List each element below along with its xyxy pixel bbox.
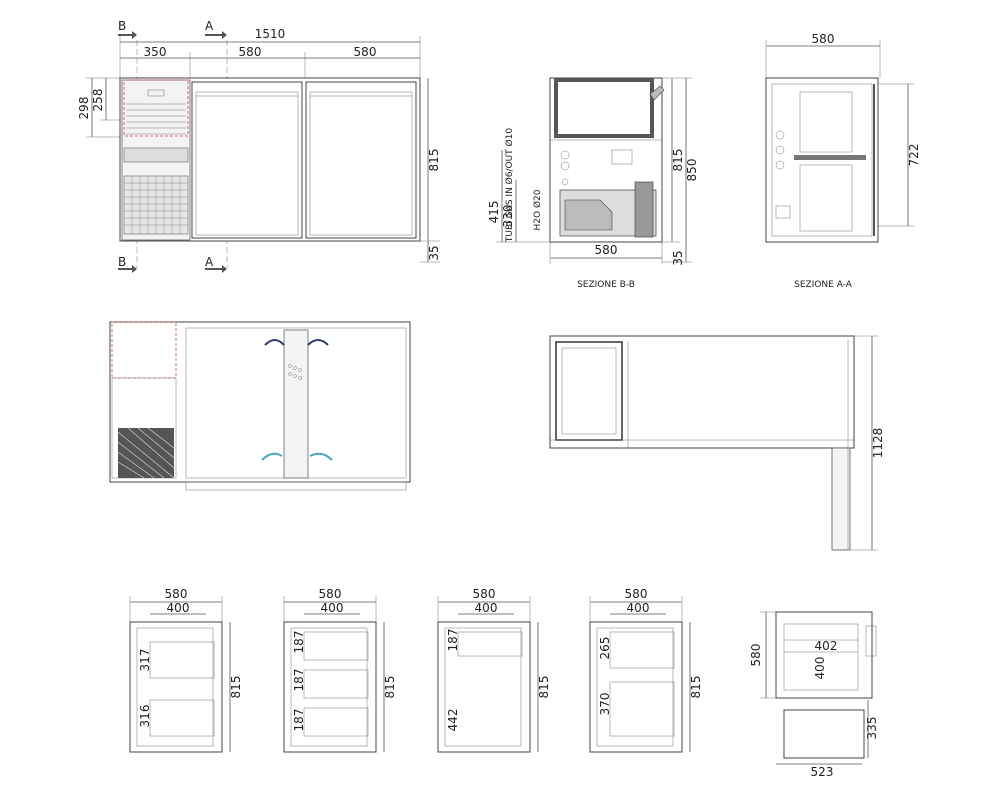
bb-water-label: H2O Ø20: [532, 189, 543, 230]
variant1-height: 815: [229, 676, 243, 699]
variant3-label-1: 187: [446, 629, 460, 652]
side-view: 1128: [549, 335, 885, 551]
plan-bottom: 523: [811, 765, 834, 779]
section-bb: 580 SEZIONE B-B 815 850 35 415 330 TUBI …: [487, 77, 699, 290]
drawer-highlight: [123, 79, 189, 137]
bb-dim-815: 815: [671, 149, 685, 172]
variant3-inner: 400: [475, 601, 498, 615]
bb-caption: SEZIONE B-B: [577, 280, 635, 290]
variant4-label-1: 265: [598, 637, 612, 660]
dim-width-1: 350: [144, 45, 167, 59]
variant2-label-1: 187: [292, 631, 306, 654]
grid-panel: [123, 175, 189, 235]
vent-grille: [123, 147, 189, 163]
dim-foot-35: 35: [427, 245, 441, 260]
door-right: [305, 81, 417, 239]
drawer-section: [554, 78, 654, 138]
plan-lower: 335: [865, 717, 879, 740]
drawer-variant-1: 580 400 317 316 815: [129, 587, 243, 753]
section-mark-b-top: B: [118, 19, 126, 33]
airflow-view: [109, 321, 411, 491]
dim-width-2: 580: [239, 45, 262, 59]
section-mark-a-bottom: A: [205, 255, 214, 269]
variant3-label-2: 442: [446, 709, 460, 732]
drawer-variant-2: 580 400 187 187 187 815: [283, 587, 397, 753]
plan-detail: 580 402 400 335 523: [749, 611, 879, 779]
center-column: [283, 329, 309, 479]
variant2-label-2: 187: [292, 669, 306, 692]
aa-dim-width: 580: [812, 32, 835, 46]
control-display: [147, 89, 165, 97]
plan-depth: 580: [749, 644, 763, 667]
variant1-label-1: 317: [138, 649, 152, 672]
variant4-height: 815: [689, 676, 703, 699]
variant4-label-2: 370: [598, 693, 612, 716]
variant2-width: 580: [319, 587, 342, 601]
aa-caption: SEZIONE A-A: [794, 280, 853, 290]
bb-dim-415: 415: [487, 201, 501, 224]
plan-inner-w: 402: [815, 639, 838, 653]
front-view: 1510 350 580 580 B A B A 298 258: [77, 19, 441, 273]
side-dim-depth: 1128: [871, 428, 885, 459]
variant3-width: 580: [473, 587, 496, 601]
variant4-inner: 400: [627, 601, 650, 615]
bb-dim-35: 35: [671, 250, 685, 265]
aa-dim-height: 722: [907, 144, 921, 167]
bb-pipes-label: TUBI GAS IN Ø6/OUT Ø10: [504, 128, 515, 243]
condenser: [634, 181, 654, 238]
dim-height-815: 815: [427, 149, 441, 172]
bb-dim-850: 850: [685, 159, 699, 182]
section-aa: 580 722 SEZIONE A-A: [765, 32, 921, 290]
section-mark-b-bottom: B: [118, 255, 126, 269]
dim-total-width: 1510: [255, 27, 286, 41]
shelf-divider: [794, 155, 866, 160]
variant1-width: 580: [165, 587, 188, 601]
variant2-label-3: 187: [292, 709, 306, 732]
plan-inner-h: 400: [813, 657, 827, 680]
variant1-inner: 400: [167, 601, 190, 615]
drawer-variant-4: 580 400 265 370 815: [589, 587, 703, 753]
variant1-label-2: 316: [138, 705, 152, 728]
side-cabinet: [549, 335, 855, 449]
door-left: [191, 81, 303, 239]
variant3-height: 815: [537, 676, 551, 699]
dim-height-298: 298: [77, 97, 91, 120]
dim-height-258: 258: [91, 89, 105, 112]
bb-dim-width: 580: [595, 243, 618, 257]
airflow-grid: [118, 428, 174, 478]
variant2-height: 815: [383, 676, 397, 699]
variant4-width: 580: [625, 587, 648, 601]
bb-dim-330: 330: [501, 205, 515, 228]
variant2-inner: 400: [321, 601, 344, 615]
drawer-variant-3: 580 400 187 442 815: [437, 587, 551, 753]
section-mark-a-top: A: [205, 19, 214, 33]
dim-width-3: 580: [354, 45, 377, 59]
